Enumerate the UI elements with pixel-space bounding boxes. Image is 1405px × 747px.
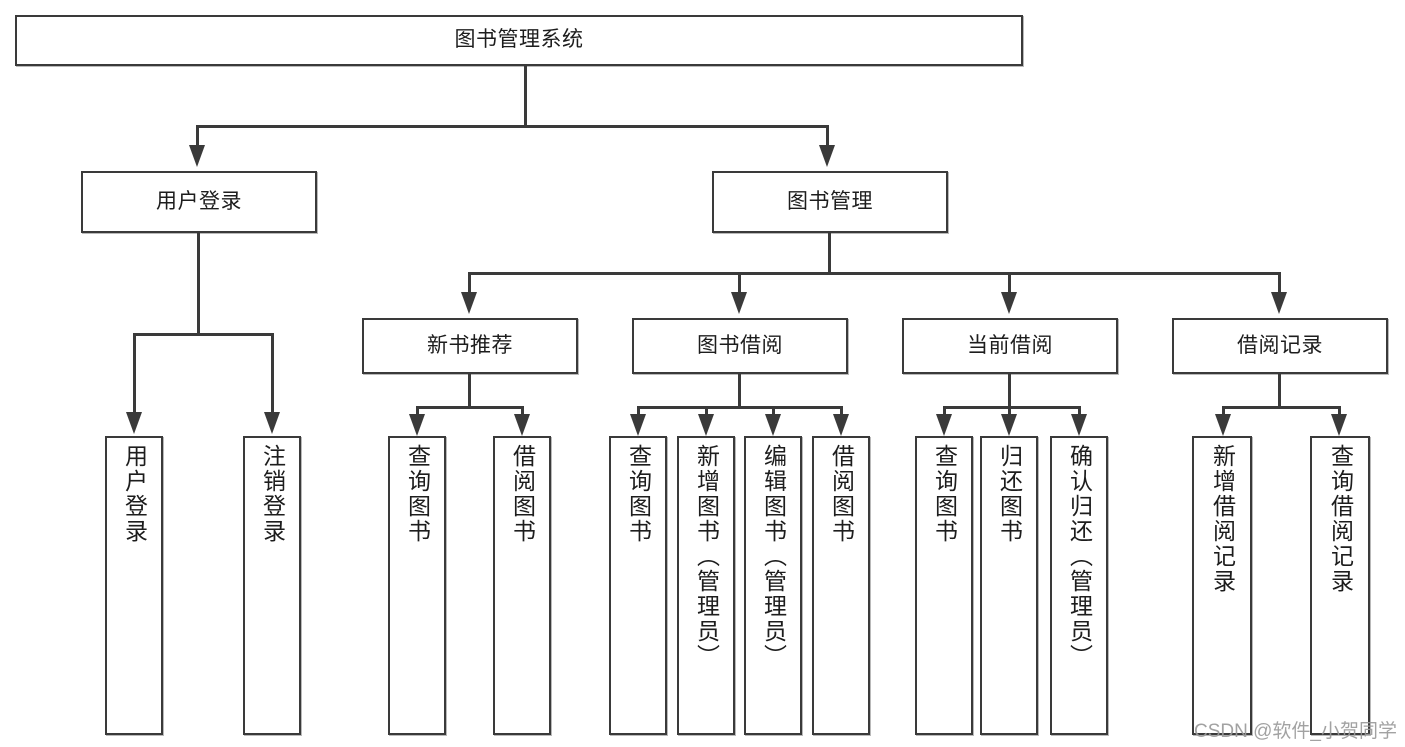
node-label: 新增图书（管理员） xyxy=(693,444,720,669)
arrow-to-leaf-borrow-book-1 xyxy=(514,414,530,436)
connector-current-borrow-drop-2 xyxy=(1008,406,1011,418)
leaf-logout[interactable]: 注销登录 xyxy=(243,436,301,735)
leaf-query-book-borrow[interactable]: 查询图书 xyxy=(609,436,667,735)
node-label: 查询图书 xyxy=(931,444,958,544)
connector-current-borrow-stem xyxy=(1008,374,1011,408)
connector-root-bus xyxy=(196,125,829,128)
node-label: 借阅记录 xyxy=(1237,333,1323,357)
arrow-to-borrow-record xyxy=(1271,292,1287,314)
node-label: 借阅图书 xyxy=(828,444,855,544)
arrow-to-leaf-query-book-3 xyxy=(936,414,952,436)
arrow-to-new-book-recommend xyxy=(461,292,477,314)
node-label: 归还图书 xyxy=(996,444,1023,544)
connector-borrow-record-drop-1 xyxy=(1222,406,1225,418)
connector-new-book-bus xyxy=(416,406,524,409)
leaf-query-book-recommend[interactable]: 查询图书 xyxy=(388,436,446,735)
arrow-to-current-borrow xyxy=(1001,292,1017,314)
node-label: 查询图书 xyxy=(404,444,431,544)
connector-current-borrow-bus xyxy=(943,406,1081,409)
connector-book-borrow-drop-3 xyxy=(772,406,775,418)
arrow-to-leaf-query-book-2 xyxy=(630,414,646,436)
arrow-to-leaf-query-book-1 xyxy=(409,414,425,436)
node-book-borrow[interactable]: 图书借阅 xyxy=(632,318,848,374)
connector-new-book-drop-1 xyxy=(416,406,419,418)
arrow-to-book-borrow xyxy=(731,292,747,314)
node-label: 图书借阅 xyxy=(697,333,783,357)
connector-book-borrow-stem xyxy=(738,374,741,408)
node-label: 图书管理系统 xyxy=(454,28,584,52)
node-new-book-recommend[interactable]: 新书推荐 xyxy=(362,318,578,374)
connector-borrow-record-bus xyxy=(1222,406,1341,409)
arrow-to-leaf-user-login xyxy=(126,412,142,434)
connector-book-borrow-bus xyxy=(637,406,843,409)
node-label: 借阅图书 xyxy=(509,444,536,544)
leaf-add-borrow-record[interactable]: 新增借阅记录 xyxy=(1192,436,1252,735)
node-user-login[interactable]: 用户登录 xyxy=(81,171,317,233)
node-label: 查询借阅记录 xyxy=(1327,444,1354,594)
connector-root-drop-left xyxy=(196,125,199,147)
node-label: 注销登录 xyxy=(259,444,286,544)
connector-user-login-drop-1 xyxy=(133,333,136,415)
leaf-add-book-admin[interactable]: 新增图书（管理员） xyxy=(677,436,735,735)
node-label: 图书管理 xyxy=(787,189,873,213)
connector-user-login-drop-2 xyxy=(271,333,274,415)
connector-book-borrow-drop-2 xyxy=(705,406,708,418)
leaf-query-borrow-record[interactable]: 查询借阅记录 xyxy=(1310,436,1370,735)
node-label: 新增借阅记录 xyxy=(1209,444,1236,594)
node-label: 新书推荐 xyxy=(427,333,513,357)
arrow-to-leaf-edit-book xyxy=(765,414,781,436)
leaf-user-login[interactable]: 用户登录 xyxy=(105,436,163,735)
connector-new-book-stem xyxy=(468,374,471,408)
connector-root-drop-right xyxy=(826,125,829,147)
node-current-borrow[interactable]: 当前借阅 xyxy=(902,318,1118,374)
arrow-to-user-login xyxy=(189,145,205,167)
watermark: CSDN @软件_小贺同学 xyxy=(1194,721,1397,742)
arrow-to-leaf-borrow-book-2 xyxy=(833,414,849,436)
connector-root-stem xyxy=(524,66,527,127)
connector-user-login-bus xyxy=(133,333,274,336)
node-label: 用户登录 xyxy=(121,444,148,544)
leaf-borrow-book[interactable]: 借阅图书 xyxy=(812,436,870,735)
connector-book-management-stem xyxy=(828,233,831,275)
arrow-to-leaf-return-book xyxy=(1001,414,1017,436)
arrow-to-leaf-confirm-return xyxy=(1071,414,1087,436)
leaf-query-book-current[interactable]: 查询图书 xyxy=(915,436,973,735)
connector-book-borrow-drop-4 xyxy=(840,406,843,418)
arrow-to-leaf-add-book xyxy=(698,414,714,436)
arrow-to-book-management xyxy=(819,145,835,167)
leaf-edit-book-admin[interactable]: 编辑图书（管理员） xyxy=(744,436,802,735)
node-book-management[interactable]: 图书管理 xyxy=(712,171,948,233)
connector-borrow-record-drop-2 xyxy=(1338,406,1341,418)
node-label: 确认归还（管理员） xyxy=(1066,444,1093,669)
connector-level3-drop-1 xyxy=(468,272,471,294)
connector-level3-drop-4 xyxy=(1278,272,1281,294)
connector-borrow-record-stem xyxy=(1278,374,1281,408)
connector-level3-drop-2 xyxy=(738,272,741,294)
node-label: 编辑图书（管理员） xyxy=(760,444,787,669)
connector-user-login-stem xyxy=(197,233,200,335)
connector-current-borrow-drop-3 xyxy=(1078,406,1081,418)
connector-level3-drop-3 xyxy=(1008,272,1011,294)
leaf-confirm-return-admin[interactable]: 确认归还（管理员） xyxy=(1050,436,1108,735)
arrow-to-leaf-add-record xyxy=(1215,414,1231,436)
connector-current-borrow-drop-1 xyxy=(943,406,946,418)
arrow-to-leaf-logout xyxy=(264,412,280,434)
leaf-return-book[interactable]: 归还图书 xyxy=(980,436,1038,735)
connector-new-book-drop-2 xyxy=(521,406,524,418)
connector-book-borrow-drop-1 xyxy=(637,406,640,418)
connector-level3-bus xyxy=(468,272,1281,275)
node-label: 当前借阅 xyxy=(967,333,1053,357)
leaf-borrow-book-recommend[interactable]: 借阅图书 xyxy=(493,436,551,735)
arrow-to-leaf-query-record xyxy=(1331,414,1347,436)
node-label: 查询图书 xyxy=(625,444,652,544)
node-borrow-record[interactable]: 借阅记录 xyxy=(1172,318,1388,374)
node-label: 用户登录 xyxy=(156,189,242,213)
node-book-management-system[interactable]: 图书管理系统 xyxy=(15,15,1023,66)
